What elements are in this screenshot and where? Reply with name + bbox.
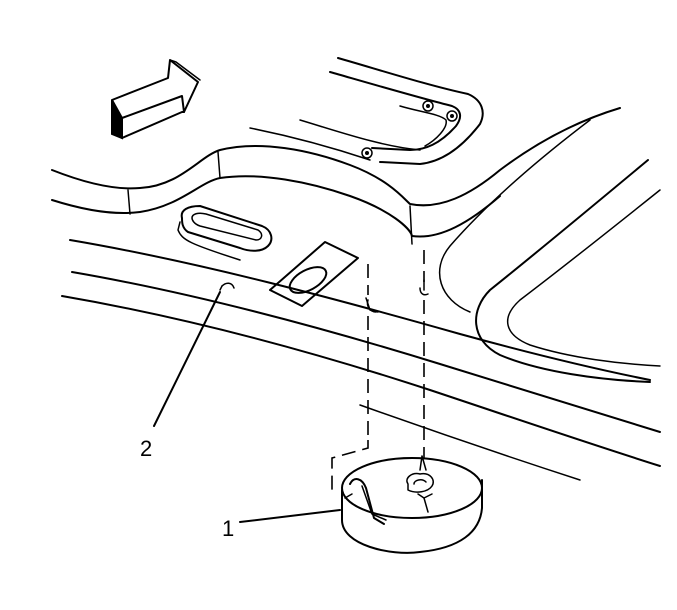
retainer-clip (219, 282, 235, 291)
fastener-clip-left (365, 264, 379, 313)
dome-lamp-bracket (269, 241, 359, 307)
round-component (341, 457, 483, 554)
roof-panel-outline (51, 107, 621, 245)
callout-label-1: 1 (222, 516, 234, 541)
leader-lines (153, 291, 341, 523)
forward-arrow-icon (111, 59, 201, 140)
callout-label-2: 2 (140, 436, 152, 461)
grab-handle-opening (177, 205, 273, 261)
window-frame (249, 57, 484, 165)
wire-connector (406, 455, 434, 513)
alignment-lines (331, 300, 425, 494)
headliner-edges (61, 239, 661, 481)
fastener-clip-right (419, 250, 429, 296)
door-opening (439, 119, 661, 383)
